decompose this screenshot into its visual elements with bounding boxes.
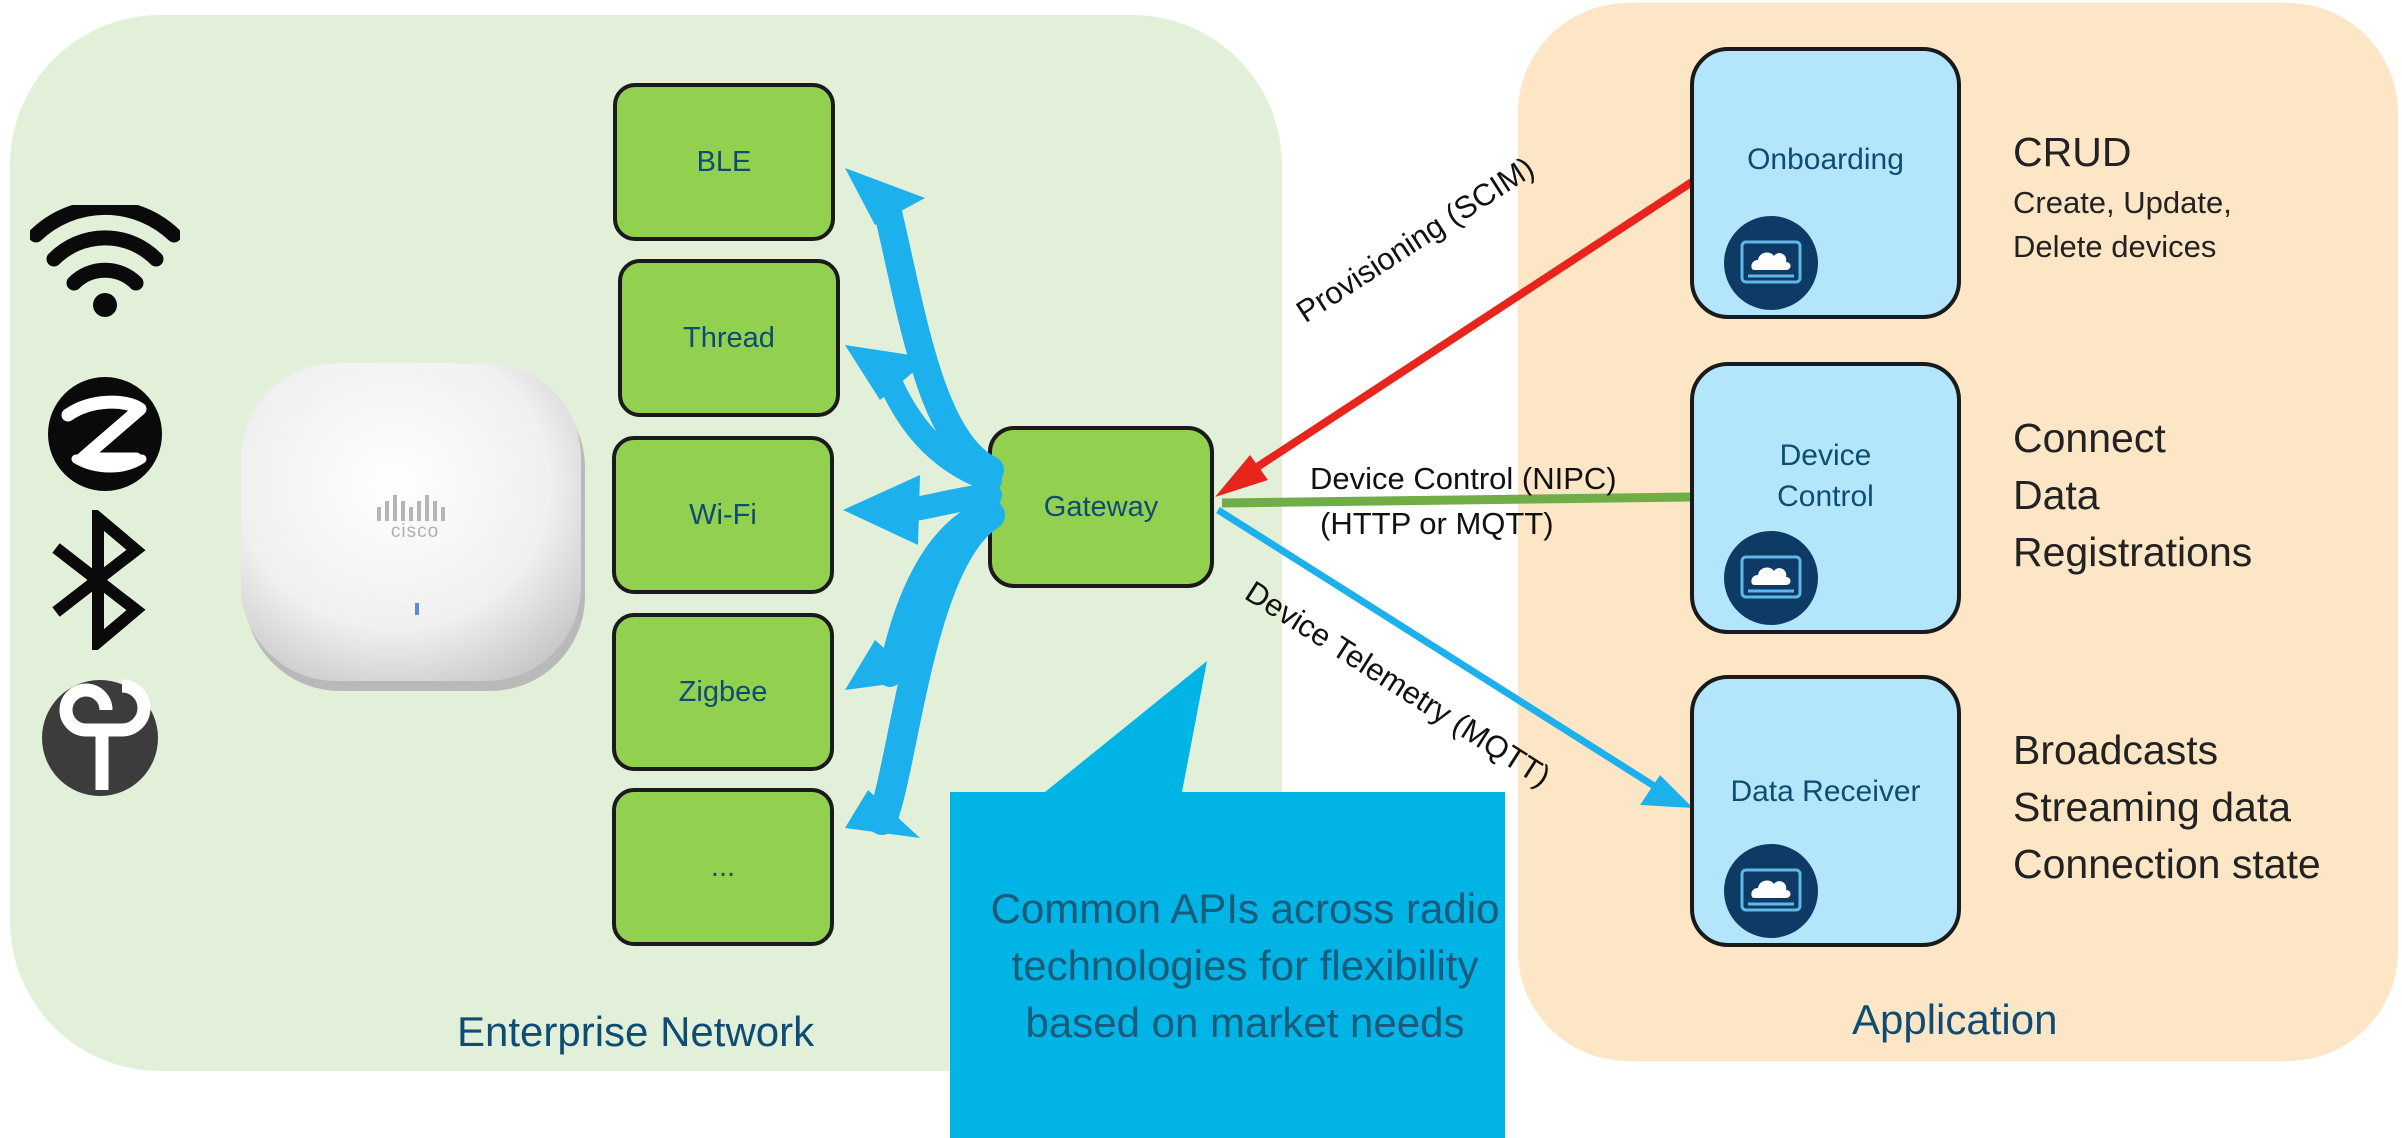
arrowhead-ble bbox=[845, 168, 925, 225]
cloud-icon bbox=[1724, 216, 1818, 310]
telemetry-arrowhead bbox=[1640, 775, 1693, 808]
app-label: Onboarding bbox=[1747, 143, 1904, 176]
onboarding-app-box: Onboarding bbox=[1690, 47, 1961, 319]
app-label: Device bbox=[1779, 439, 1872, 472]
gateway-label: Gateway bbox=[1043, 490, 1159, 523]
description-line: Create, Update, bbox=[2013, 185, 2232, 220]
enterprise-network-title: Enterprise Network bbox=[457, 1008, 815, 1055]
data-receiver-app-box: Data Receiver bbox=[1690, 675, 1961, 947]
radio-label: Wi-Fi bbox=[689, 498, 757, 531]
description-heading: CRUD bbox=[2013, 129, 2132, 175]
device-control-description: Connect Data Registrations bbox=[2013, 410, 2252, 581]
description-line: Connection state bbox=[2013, 841, 2321, 887]
radio-box-more: ... bbox=[612, 788, 834, 946]
app-label: Data Receiver bbox=[1730, 775, 1921, 808]
arrow-to-more bbox=[867, 500, 1005, 835]
cloud-icon bbox=[1724, 531, 1818, 625]
description-line: Registrations bbox=[2013, 529, 2253, 575]
description-line: Data bbox=[2013, 472, 2100, 518]
radio-box-thread: Thread bbox=[618, 259, 840, 417]
access-point-image bbox=[241, 363, 585, 691]
radio-label: Zigbee bbox=[678, 675, 768, 708]
data-receiver-description: Broadcasts Streaming data Connection sta… bbox=[2013, 722, 2321, 893]
arrowhead-thread bbox=[845, 345, 930, 400]
callout-line: based on market needs bbox=[1025, 999, 1465, 1046]
device-control-line bbox=[1221, 492, 1693, 508]
thread-icon bbox=[42, 679, 158, 796]
application-title: Application bbox=[1852, 996, 2058, 1043]
device-control-app-box: Device Control bbox=[1690, 362, 1961, 634]
onboarding-description: CRUD Create, Update, Delete devices bbox=[2013, 124, 2232, 269]
access-point-brand: cisco bbox=[390, 521, 440, 542]
callout-line: technologies for flexibility bbox=[1011, 942, 1479, 989]
zwave-icon bbox=[48, 377, 162, 491]
description-line: Streaming data bbox=[2013, 784, 2292, 830]
radio-box-wifi: Wi-Fi bbox=[612, 436, 834, 594]
arrowhead-wifi bbox=[843, 475, 920, 545]
description-line: Delete devices bbox=[2013, 229, 2217, 264]
radio-label: BLE bbox=[696, 145, 752, 178]
radio-box-ble: BLE bbox=[613, 83, 835, 241]
device-control-label: Device Control (NIPC) bbox=[1310, 461, 1617, 496]
description-line: Connect bbox=[2013, 415, 2166, 461]
app-label: Control bbox=[1777, 480, 1874, 513]
provisioning-line bbox=[1242, 178, 1695, 479]
callout-line: Common APIs across radio bbox=[990, 885, 1500, 932]
arrowhead-more bbox=[845, 790, 920, 838]
radio-label: ... bbox=[710, 850, 736, 883]
arrowhead-zigbee bbox=[845, 640, 920, 690]
provisioning-arrowhead bbox=[1215, 455, 1268, 497]
telemetry-line bbox=[1216, 507, 1672, 799]
radio-box-zigbee: Zigbee bbox=[612, 613, 834, 771]
device-control-protocol-label: (HTTP or MQTT) bbox=[1320, 506, 1554, 541]
wifi-icon bbox=[30, 205, 180, 317]
radio-label: Thread bbox=[683, 321, 775, 354]
cloud-icon bbox=[1724, 844, 1818, 938]
callout-text: Common APIs across radio technologies fo… bbox=[950, 880, 1540, 1051]
bluetooth-icon bbox=[52, 510, 146, 650]
description-line: Broadcasts bbox=[2013, 727, 2219, 773]
